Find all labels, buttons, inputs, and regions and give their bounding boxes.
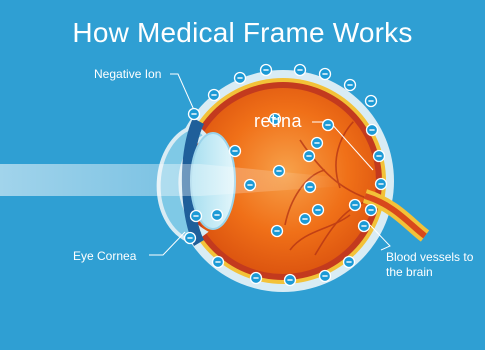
leader-negative-ion <box>170 74 194 110</box>
label-blood-vessels: Blood vessels to the brain <box>386 250 476 280</box>
label-retina: retina <box>254 111 302 132</box>
label-negative-ion: Negative Ion <box>94 67 161 82</box>
label-eye-cornea: Eye Cornea <box>73 249 136 264</box>
